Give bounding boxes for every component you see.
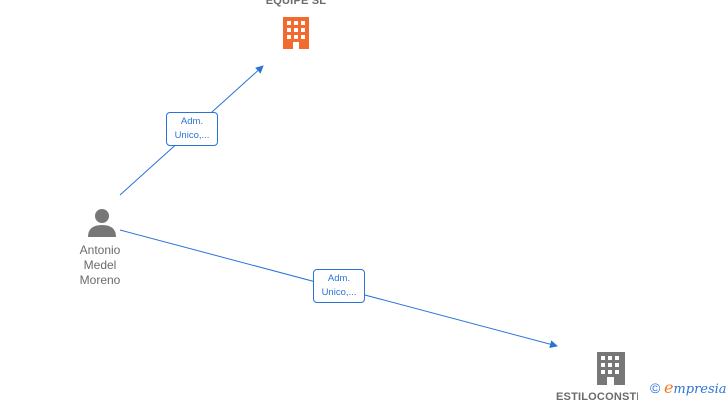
person-name-line-1: Antonio xyxy=(79,243,121,257)
edge-label-bottom-line-2: Unico,... xyxy=(321,287,357,298)
company-label-top[interactable]: EQUIPE SL xyxy=(265,0,327,7)
brand-rest: mpresia xyxy=(673,382,727,397)
edge-label-top-line-2: Unico,... xyxy=(174,130,210,141)
person-label[interactable]: Antonio Medel Moreno xyxy=(60,243,140,288)
copyright-icon: © xyxy=(650,380,661,396)
edge-label-bottom[interactable]: Adm. Unico,... xyxy=(313,269,365,303)
person-name-line-3: Moreno xyxy=(79,273,121,287)
building-icon-bottom[interactable] xyxy=(597,352,625,385)
building-icon-top[interactable] xyxy=(283,17,309,49)
person-name-line-2: Medel xyxy=(83,258,117,272)
person-icon[interactable] xyxy=(88,209,116,237)
brand-initial: e xyxy=(663,378,674,397)
edge-label-top-line-1: Adm. xyxy=(180,116,204,127)
edge-label-top[interactable]: Adm. Unico,... xyxy=(166,112,218,146)
empresia-logo: © empresia xyxy=(650,378,727,397)
company-label-bottom[interactable]: ESTILOCONSTR xyxy=(556,391,638,403)
edge-label-bottom-line-1: Adm. xyxy=(327,273,351,284)
